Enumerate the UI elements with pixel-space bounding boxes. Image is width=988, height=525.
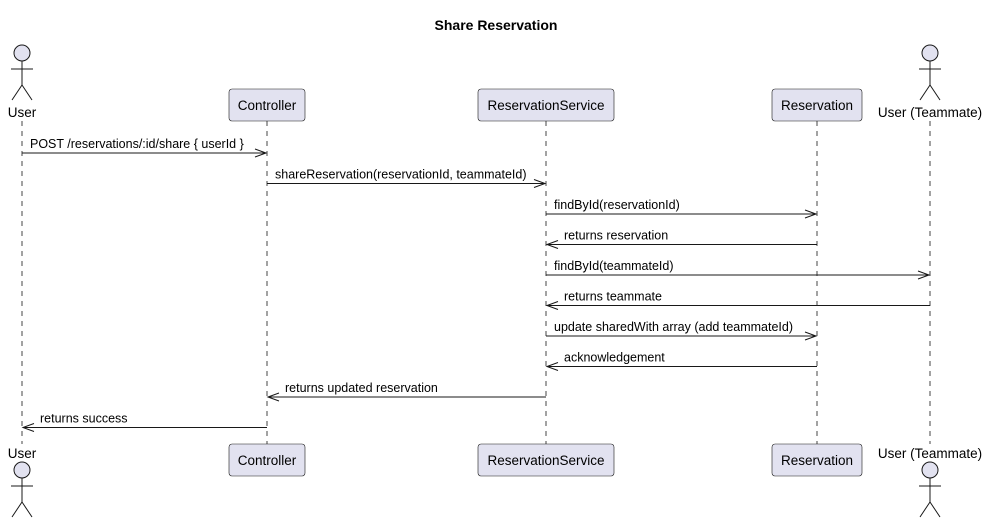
message-label: shareReservation(reservationId, teammate…	[275, 168, 527, 182]
message-5: findById(teammateId)	[546, 259, 931, 280]
user-actor-label-top: User	[8, 105, 37, 120]
teammate-actor-figure-bottom	[919, 461, 941, 518]
message-9: returns updated reservation	[266, 381, 546, 402]
reservation-participant-box-top	[771, 88, 863, 122]
controller-participant-box-top	[228, 88, 306, 122]
message-8: acknowledgement	[545, 351, 817, 371]
message-arrowhead	[545, 240, 559, 249]
message-7: update sharedWith array (add teammateId)	[546, 320, 818, 341]
service-participant-label-bottom: ReservationService	[487, 453, 604, 468]
service-participant-box-bottom	[477, 443, 615, 477]
user-actor-figure-bottom	[11, 461, 33, 518]
message-2: shareReservation(reservationId, teammate…	[267, 168, 547, 188]
reservation-participant-label-bottom: Reservation	[781, 453, 853, 468]
message-arrowhead	[917, 270, 931, 280]
message-arrowhead	[804, 209, 818, 219]
message-arrowhead	[266, 392, 280, 402]
message-label: returns teammate	[564, 290, 662, 304]
message-label: acknowledgement	[564, 351, 665, 365]
message-arrowhead	[545, 301, 559, 310]
message-arrowhead	[254, 148, 268, 158]
message-label: findById(reservationId)	[554, 198, 680, 212]
reservation-participant-box-bottom	[771, 443, 863, 477]
message-6: returns teammate	[545, 290, 930, 310]
message-arrowhead	[21, 423, 35, 432]
reservation-participant-label-top: Reservation	[781, 98, 853, 113]
message-label: findById(teammateId)	[554, 259, 674, 273]
message-label: POST /reservations/:id/share { userId }	[30, 137, 244, 151]
controller-participant-label-bottom: Controller	[238, 453, 297, 468]
message-arrowhead	[533, 179, 547, 188]
teammate-actor-label-top: User (Teammate)	[878, 105, 982, 120]
user-actor-label-bottom: User	[8, 446, 37, 461]
user-actor-figure-top	[11, 44, 33, 101]
teammate-actor-label-bottom: User (Teammate)	[878, 446, 982, 461]
service-participant-label-top: ReservationService	[487, 98, 604, 113]
diagram-title: Share Reservation	[435, 17, 558, 33]
message-label: returns updated reservation	[285, 381, 438, 395]
message-label: returns success	[40, 412, 128, 426]
message-arrowhead	[545, 362, 559, 371]
message-label: update sharedWith array (add teammateId)	[554, 320, 793, 334]
message-1: POST /reservations/:id/share { userId }	[22, 137, 268, 158]
message-4: returns reservation	[545, 229, 817, 249]
controller-participant-box-bottom	[228, 443, 306, 477]
message-arrowhead	[804, 331, 818, 341]
service-participant-box-top	[477, 88, 615, 122]
teammate-actor-figure-top	[919, 44, 941, 101]
message-10: returns success	[21, 412, 267, 432]
message-label: returns reservation	[564, 229, 668, 243]
message-3: findById(reservationId)	[546, 198, 818, 219]
controller-participant-label-top: Controller	[238, 98, 297, 113]
